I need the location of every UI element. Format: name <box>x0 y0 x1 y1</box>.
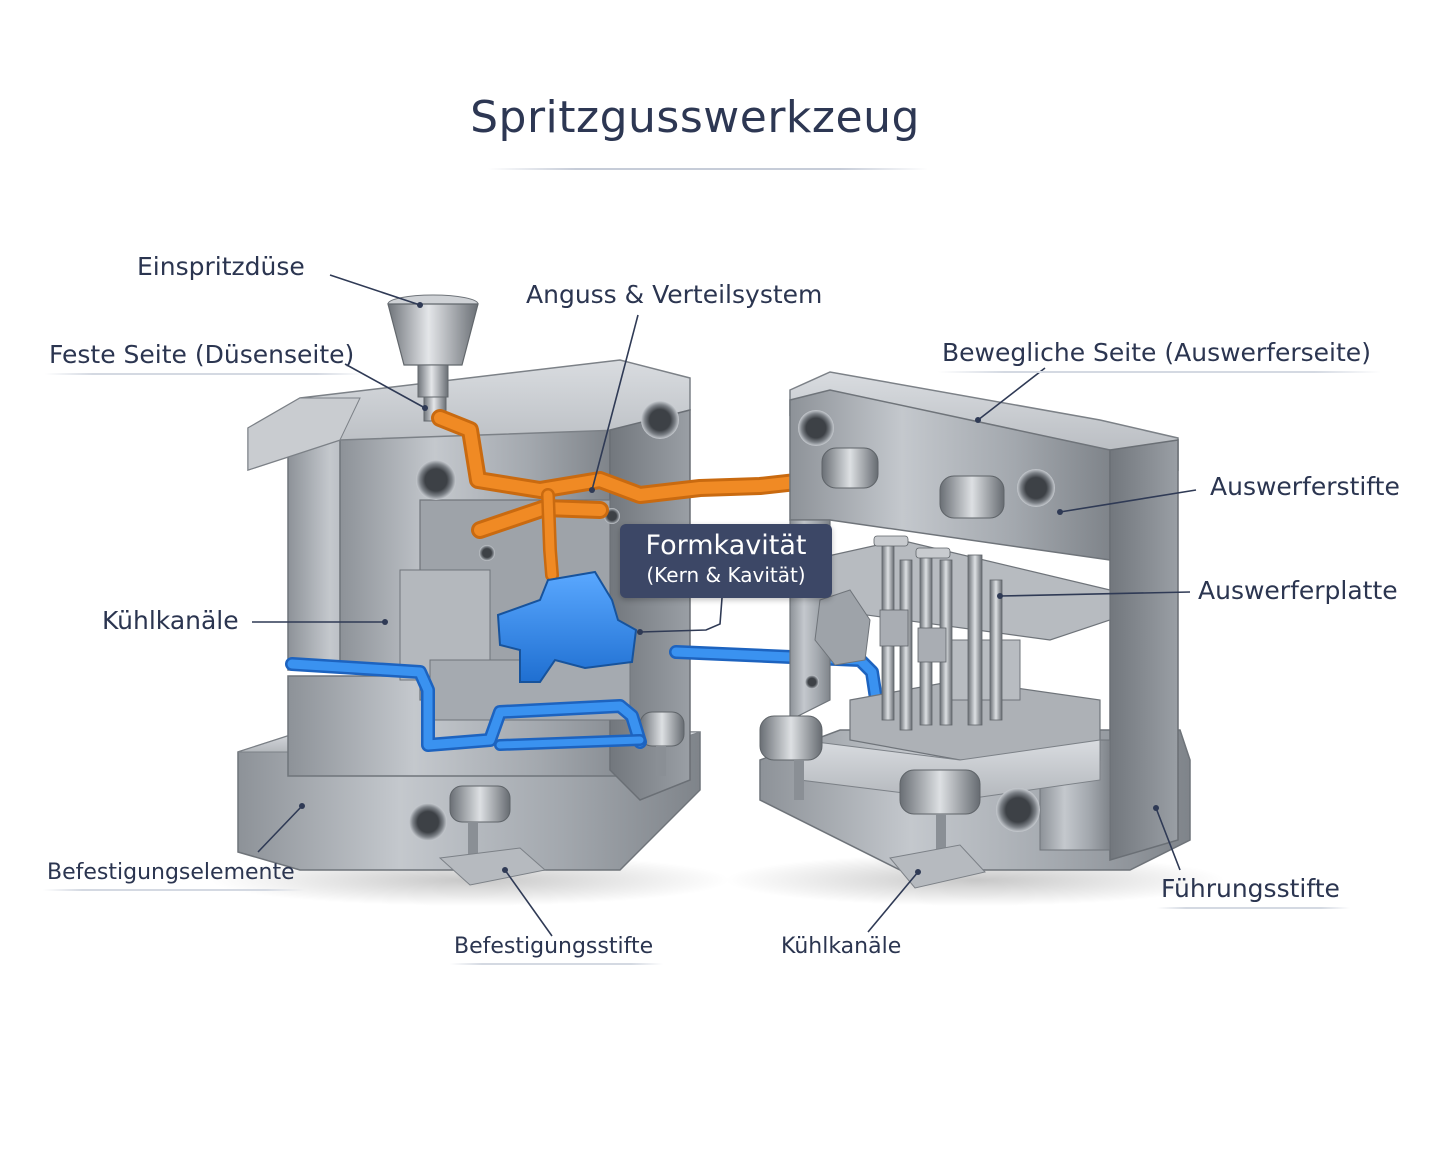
callout-formkavitaet: Formkavität (Kern & Kavität) <box>620 524 832 598</box>
callout-title: Formkavität <box>645 530 807 561</box>
label-bewegliche-seite: Bewegliche Seite (Auswerferseite) <box>938 338 1381 373</box>
label-anguss-verteilsystem: Anguss & Verteilsystem <box>526 280 823 309</box>
label-einspritzduese: Einspritzdüse <box>137 252 305 281</box>
cooling-channels <box>285 645 885 752</box>
title-underline <box>488 168 928 170</box>
label-befestigungsstifte: Befestigungsstifte <box>449 934 664 965</box>
cavity-part <box>496 570 638 683</box>
leader-dots <box>299 302 1159 875</box>
diagram-title: Spritzgusswerkzeug <box>470 92 920 143</box>
label-auswerferplatte: Auswerferplatte <box>1198 576 1398 605</box>
label-feste-seite: Feste Seite (Düsenseite) <box>44 340 365 375</box>
label-auswerferstifte: Auswerferstifte <box>1210 472 1400 501</box>
label-fuehrungsstifte: Führungsstifte <box>1157 874 1350 909</box>
runner-system <box>431 409 841 582</box>
callout-subtitle: (Kern & Kavität) <box>646 563 806 587</box>
leader-lines <box>252 274 1197 937</box>
label-kuehlkanaele-left: Kühlkanäle <box>102 606 239 635</box>
label-befestigungselemente: Befestigungselemente <box>43 860 305 891</box>
moving-half <box>759 371 1191 889</box>
label-kuehlkanaele-bottom: Kühlkanäle <box>781 934 902 959</box>
